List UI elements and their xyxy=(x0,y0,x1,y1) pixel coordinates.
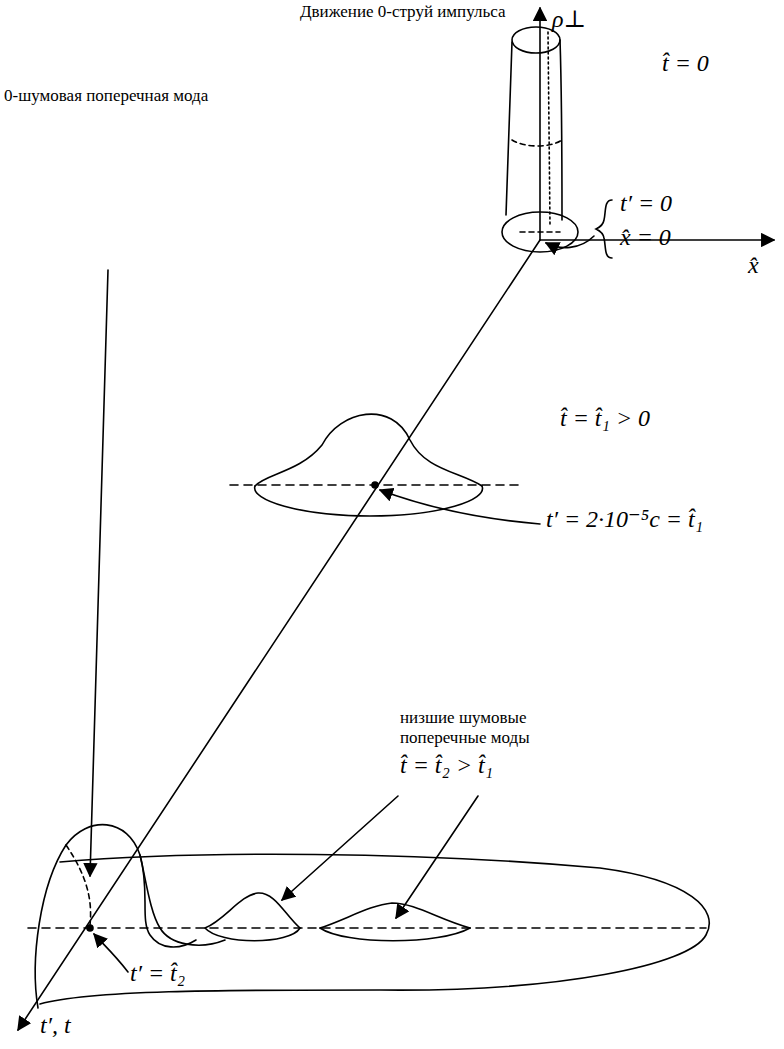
noise-modes xyxy=(28,825,709,1008)
formula-label: t̂ = 0 xyxy=(662,50,709,78)
brace xyxy=(596,200,612,258)
leader-line xyxy=(90,270,108,876)
formula-label: ρ⊥ xyxy=(552,6,586,34)
note-label: низшие шумовые поперечные моды xyxy=(400,708,550,747)
t-axis xyxy=(18,240,540,1030)
formula-label: x̂ = 0 xyxy=(620,224,671,252)
rho-axis xyxy=(539,8,541,240)
formula-label: t̂ = t̂₂ > t̂₁ xyxy=(400,752,493,780)
formula-label: x̂ xyxy=(748,252,759,280)
leader-line xyxy=(380,490,540,524)
note-label: 0-шумовая поперечная мода xyxy=(4,86,208,106)
leader-line xyxy=(546,236,594,248)
title: Движение 0-струй импульса xyxy=(300,2,506,22)
formula-label: t′ = 0 xyxy=(620,190,672,218)
leader-line xyxy=(94,934,128,972)
formula-label: t′, t xyxy=(40,1012,71,1040)
leader-line xyxy=(282,796,398,900)
initial-pulse xyxy=(502,27,578,252)
formula-label: t′ = 2·10⁻⁵с = t̂₁ xyxy=(546,506,703,534)
formula-label: t̂ = t̂₁ > 0 xyxy=(560,405,650,433)
spreading-pulse xyxy=(230,414,520,516)
formula-label: t′ = t̂₂ xyxy=(130,960,185,988)
leader-line xyxy=(396,796,478,918)
